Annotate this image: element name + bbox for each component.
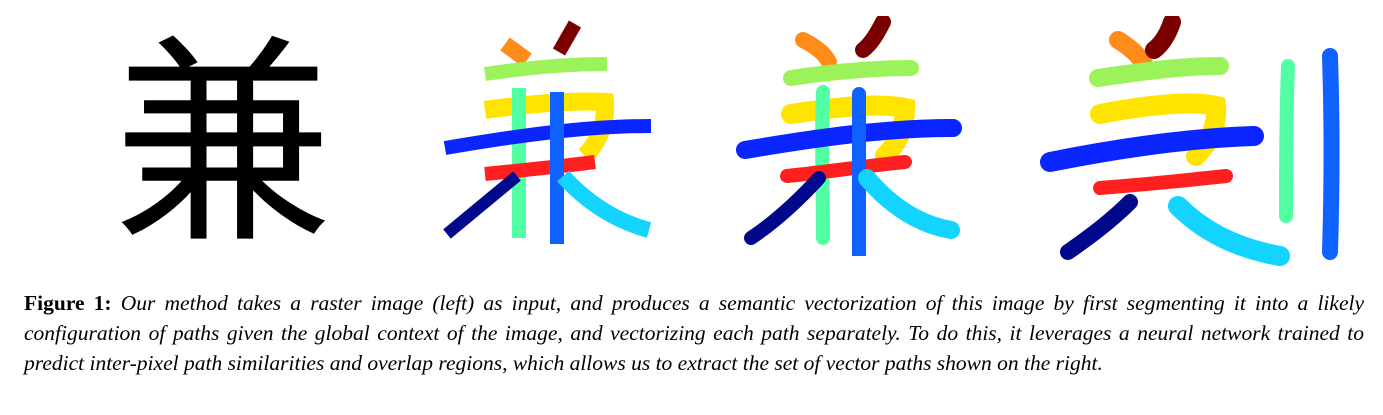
separated-dark-red	[1145, 16, 1181, 59]
caption-text: Our method takes a raster image (left) a…	[24, 291, 1365, 375]
separated-blue	[1040, 126, 1264, 172]
vector-dark-red	[855, 16, 891, 58]
vector-paths-separated-panel	[1040, 16, 1340, 266]
separated-orange	[1109, 31, 1153, 73]
raster-input-panel: 兼	[113, 17, 333, 256]
separated-red	[1093, 169, 1233, 195]
vector-navy	[744, 171, 826, 245]
separated-mint	[1279, 59, 1295, 223]
stroke-light-green	[483, 57, 608, 81]
stroke-red	[484, 155, 596, 181]
stroke-blue	[443, 119, 652, 155]
raster-character: 兼	[113, 17, 333, 256]
stroke-dark-red	[552, 20, 582, 56]
stroke-navy	[443, 171, 521, 239]
vector-blue	[736, 119, 962, 159]
caption-label: Figure 1:	[24, 291, 112, 315]
figure-caption: Figure 1: Our method takes a raster imag…	[24, 288, 1364, 378]
vector-orange	[795, 32, 837, 70]
stroke-orange	[500, 37, 532, 67]
vector-red	[780, 155, 912, 183]
segmented-paths-panel	[443, 20, 652, 244]
vector-mint	[815, 85, 830, 245]
separated-navy	[1060, 194, 1138, 260]
vector-sky	[858, 169, 960, 239]
stroke-sky	[556, 170, 652, 238]
vector-paths-panel	[736, 16, 962, 256]
separated-light-green	[1089, 57, 1229, 87]
vector-light-green	[783, 60, 919, 86]
separated-sky	[1168, 196, 1290, 266]
separated-cornflower	[1322, 48, 1340, 260]
